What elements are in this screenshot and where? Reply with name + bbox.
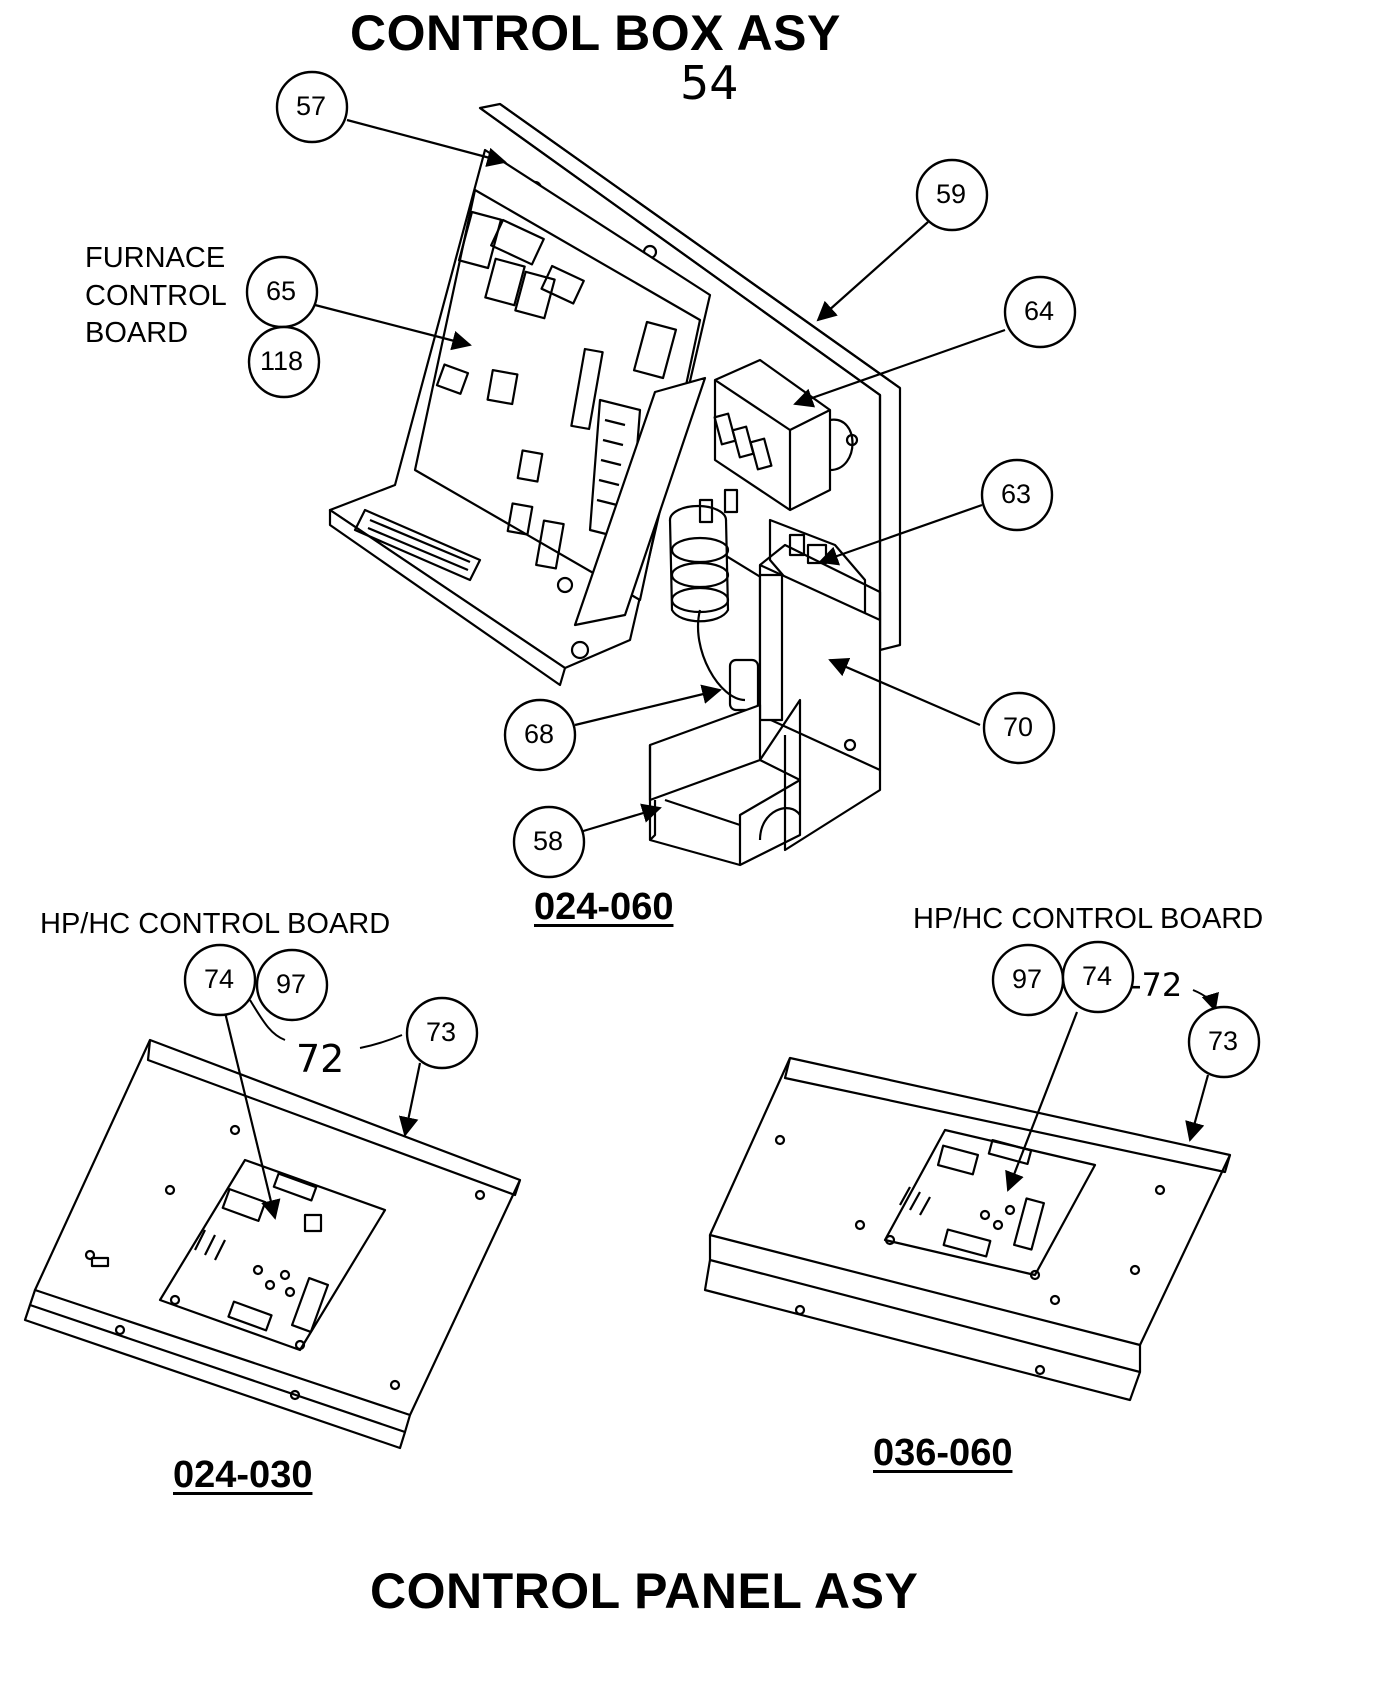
right-control-panel [703, 1056, 1232, 1402]
callout-74-left: 74 [204, 964, 235, 994]
callout-63: 63 [1001, 479, 1032, 509]
furnace-label-line2: CONTROL [85, 280, 227, 312]
handwritten-54: 54 [680, 56, 739, 110]
capacitor-68 [668, 488, 760, 712]
callout-70: 70 [1003, 712, 1034, 742]
callout-73-left: 73 [426, 1017, 457, 1047]
left-control-panel [23, 1038, 522, 1450]
callout-73-right: 73 [1208, 1026, 1239, 1056]
callout-58: 58 [533, 826, 564, 856]
hp-hc-label-left: HP/HC CONTROL BOARD [40, 908, 391, 940]
callout-65: 65 [266, 276, 297, 306]
callout-97-left: 97 [276, 969, 307, 999]
callout-59: 59 [936, 179, 967, 209]
model-024-060: 024-060 [534, 886, 674, 928]
top-title: CONTROL BOX ASY [350, 5, 841, 61]
callout-97-right: 97 [1012, 964, 1043, 994]
callout-57: 57 [296, 91, 327, 121]
handwritten-72-left: 72 [296, 1037, 345, 1081]
bottom-title: CONTROL PANEL ASY [370, 1563, 919, 1619]
callout-118: 118 [260, 346, 304, 376]
transformer-64 [713, 358, 854, 512]
separator-bracket [573, 376, 707, 627]
handwritten-72-right: -72 [1130, 966, 1183, 1004]
model-024-030: 024-030 [173, 1454, 313, 1496]
cover-70 [758, 543, 882, 852]
callout-68: 68 [524, 719, 555, 749]
furnace-label-line3: BOARD [85, 317, 189, 349]
callout-64: 64 [1024, 296, 1055, 326]
furnace-label-line1: FURNACE [85, 242, 226, 274]
model-036-060: 036-060 [873, 1432, 1013, 1474]
callout-74-right: 74 [1082, 961, 1113, 991]
bracket-58 [648, 698, 802, 867]
hp-hc-label-right: HP/HC CONTROL BOARD [913, 903, 1264, 935]
